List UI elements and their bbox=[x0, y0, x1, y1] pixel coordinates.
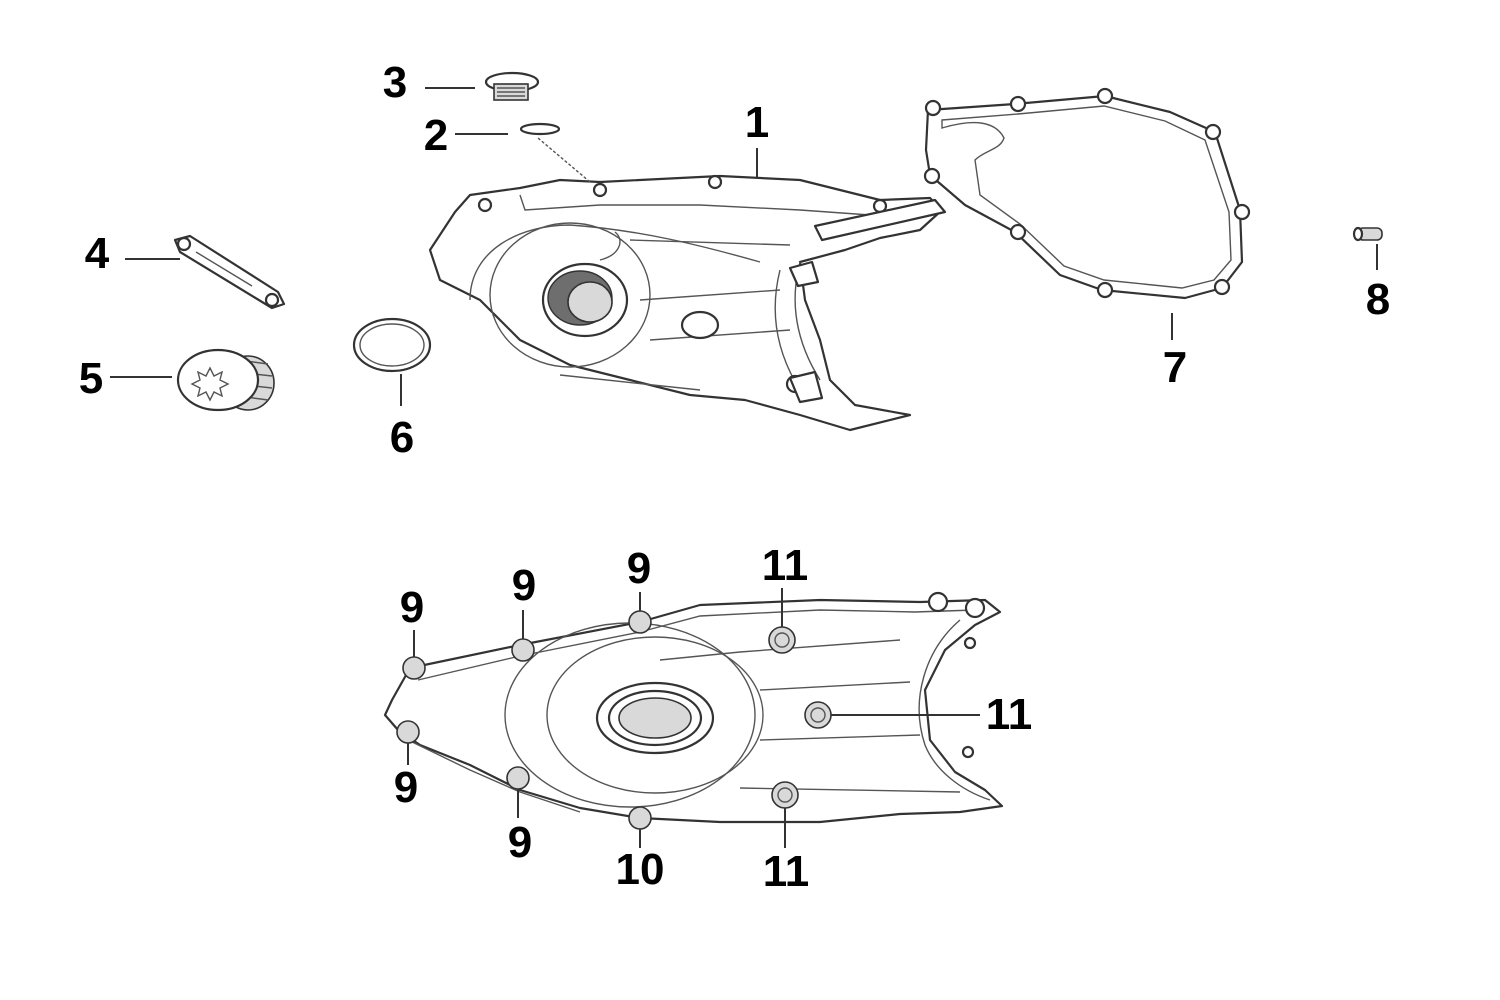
part-7-gasket bbox=[923, 87, 1251, 300]
callout-2: 2 bbox=[424, 111, 448, 160]
callout-9-a: 9 bbox=[400, 583, 424, 632]
callout-9-b: 9 bbox=[512, 561, 536, 610]
callout-5: 5 bbox=[79, 354, 103, 403]
bolt-9-d bbox=[628, 610, 652, 634]
part-5-cap bbox=[176, 348, 275, 412]
bolt-11-c bbox=[771, 781, 799, 809]
callout-9-d: 9 bbox=[394, 763, 418, 812]
callout-11-a: 11 bbox=[762, 541, 809, 590]
callout-4: 4 bbox=[85, 229, 110, 278]
part-1-crankcase-cover bbox=[428, 174, 947, 432]
callout-11-c: 11 bbox=[763, 847, 810, 896]
callout-10: 10 bbox=[616, 845, 665, 894]
callout-9-e: 9 bbox=[508, 818, 532, 867]
part-2-o-ring bbox=[519, 122, 561, 136]
callout-8: 8 bbox=[1366, 275, 1390, 324]
bolt-9-c bbox=[511, 638, 535, 662]
cover-front-view bbox=[383, 591, 1004, 824]
callout-7: 7 bbox=[1163, 343, 1187, 392]
bolt-9-a bbox=[402, 656, 426, 680]
bolt-11-b bbox=[804, 701, 832, 729]
part-8-dowel-pin bbox=[1352, 226, 1383, 242]
callout-6: 6 bbox=[390, 413, 414, 462]
callout-9-c: 9 bbox=[627, 544, 651, 593]
bolt-9-e bbox=[506, 766, 530, 790]
leader-lines-bottom bbox=[407, 588, 980, 848]
callout-11-b: 11 bbox=[986, 690, 1033, 739]
bolt-10 bbox=[628, 806, 652, 830]
bolt-11-a bbox=[768, 626, 796, 654]
part-3-plug bbox=[484, 71, 540, 101]
callout-3: 3 bbox=[383, 58, 407, 107]
assembly-line-2 bbox=[537, 137, 591, 183]
part-6-o-ring bbox=[352, 317, 432, 373]
part-4-bracket bbox=[173, 234, 286, 310]
bolt-9-b bbox=[396, 720, 420, 744]
callout-1: 1 bbox=[745, 98, 769, 147]
leader-lines-top bbox=[110, 87, 1378, 406]
